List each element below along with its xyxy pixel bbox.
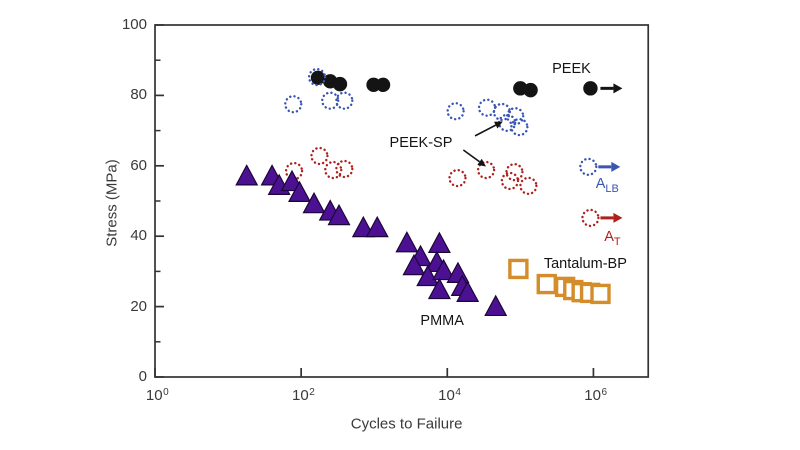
series-label-peek: PEEK bbox=[552, 61, 591, 77]
pmma-marker bbox=[327, 203, 351, 226]
peek-sp-a-t-marker bbox=[324, 160, 343, 180]
tantalum-bp-marker bbox=[590, 283, 611, 305]
peek-sp-arrow-upper-head bbox=[493, 121, 503, 129]
y-tick-label: 100 bbox=[121, 16, 147, 33]
pmma-marker bbox=[456, 280, 480, 302]
peek-sp-a-t-marker bbox=[476, 160, 496, 180]
y-tick-label: 20 bbox=[130, 297, 147, 315]
peek-sp-a-lb-marker bbox=[505, 106, 525, 126]
pmma-marker bbox=[416, 264, 440, 287]
peek-marker bbox=[375, 77, 391, 93]
pmma-marker bbox=[427, 277, 451, 300]
series-label-a-lb: ALB bbox=[595, 176, 619, 196]
pmma-marker bbox=[402, 253, 426, 276]
peek-sp-a-lb-marker bbox=[446, 102, 465, 121]
tantalum-bp-marker bbox=[508, 258, 529, 280]
tantalum-bp-marker bbox=[536, 273, 557, 295]
x-tick-label: 104 bbox=[438, 387, 461, 404]
plot-frame bbox=[154, 24, 650, 378]
peek-sp-arrow-upper-shaft bbox=[474, 124, 497, 137]
peek-marker bbox=[310, 70, 326, 86]
peek-sp-a-lb-marker bbox=[307, 67, 327, 87]
peek-sp-a-t-marker bbox=[505, 162, 524, 182]
pmma-marker bbox=[432, 258, 456, 281]
peek-sp-a-t-marker bbox=[335, 159, 354, 179]
x-axis-title: Cycles to Failure bbox=[350, 415, 463, 433]
series-label-pmma: PMMA bbox=[420, 312, 464, 329]
series-label-tantalum-bp: Tantalum-BP bbox=[543, 256, 627, 273]
peek-sp-a-t-marker bbox=[581, 208, 600, 228]
a-t-main: A bbox=[604, 228, 614, 245]
peek-marker bbox=[332, 76, 348, 92]
y-tick-label: 80 bbox=[130, 86, 147, 104]
peek-marker bbox=[583, 81, 598, 96]
x-tick-label: 106 bbox=[584, 387, 608, 404]
y-tick-label: 40 bbox=[130, 227, 147, 245]
x-tick-label: 100 bbox=[145, 387, 169, 404]
y-tick-label: 0 bbox=[138, 368, 147, 385]
peek-sp-a-t-marker bbox=[310, 146, 329, 166]
peek-runout-arrow-head bbox=[613, 83, 623, 94]
series-label-a-t: AT bbox=[604, 228, 621, 248]
peek-sp-a-lb-marker bbox=[284, 94, 303, 114]
y-tick-label: 60 bbox=[130, 156, 147, 174]
x-tick-label: 102 bbox=[292, 387, 315, 404]
peek-sp-a-lb-marker bbox=[492, 102, 512, 122]
pmma-marker bbox=[235, 164, 259, 186]
peek-sp-a-t-marker bbox=[500, 171, 520, 191]
peek-sp-a-lb-marker bbox=[579, 157, 598, 177]
peek-sp-a-lb-runout-arrow-head bbox=[611, 161, 621, 172]
pmma-marker bbox=[395, 230, 419, 253]
peek-sp-arrow-lower-head bbox=[477, 158, 487, 167]
pmma-marker bbox=[302, 191, 326, 214]
peek-sp-a-t-runout-arrow-head bbox=[613, 212, 623, 223]
a-lb-main: A bbox=[595, 176, 606, 193]
pmma-marker bbox=[427, 231, 451, 254]
pmma-marker bbox=[351, 215, 375, 238]
peek-sp-a-t-marker bbox=[448, 168, 467, 188]
peek-sp-a-lb-marker bbox=[321, 91, 340, 110]
peek-marker bbox=[523, 82, 538, 98]
peek-sp-a-t-marker bbox=[519, 176, 538, 196]
peek-sp-a-lb-marker bbox=[510, 117, 529, 137]
pmma-marker bbox=[365, 215, 389, 238]
a-lb-subscript: LB bbox=[605, 183, 619, 196]
peek-sp-arrow-lower-shaft bbox=[462, 149, 481, 163]
a-t-subscript: T bbox=[613, 235, 621, 248]
pmma-marker bbox=[484, 294, 508, 317]
pmma-marker bbox=[288, 180, 312, 203]
peek-sp-a-lb-marker bbox=[477, 98, 497, 117]
peek-sp-a-lb-marker bbox=[335, 91, 354, 110]
series-label-peek-sp: PEEK-SP bbox=[389, 134, 453, 151]
